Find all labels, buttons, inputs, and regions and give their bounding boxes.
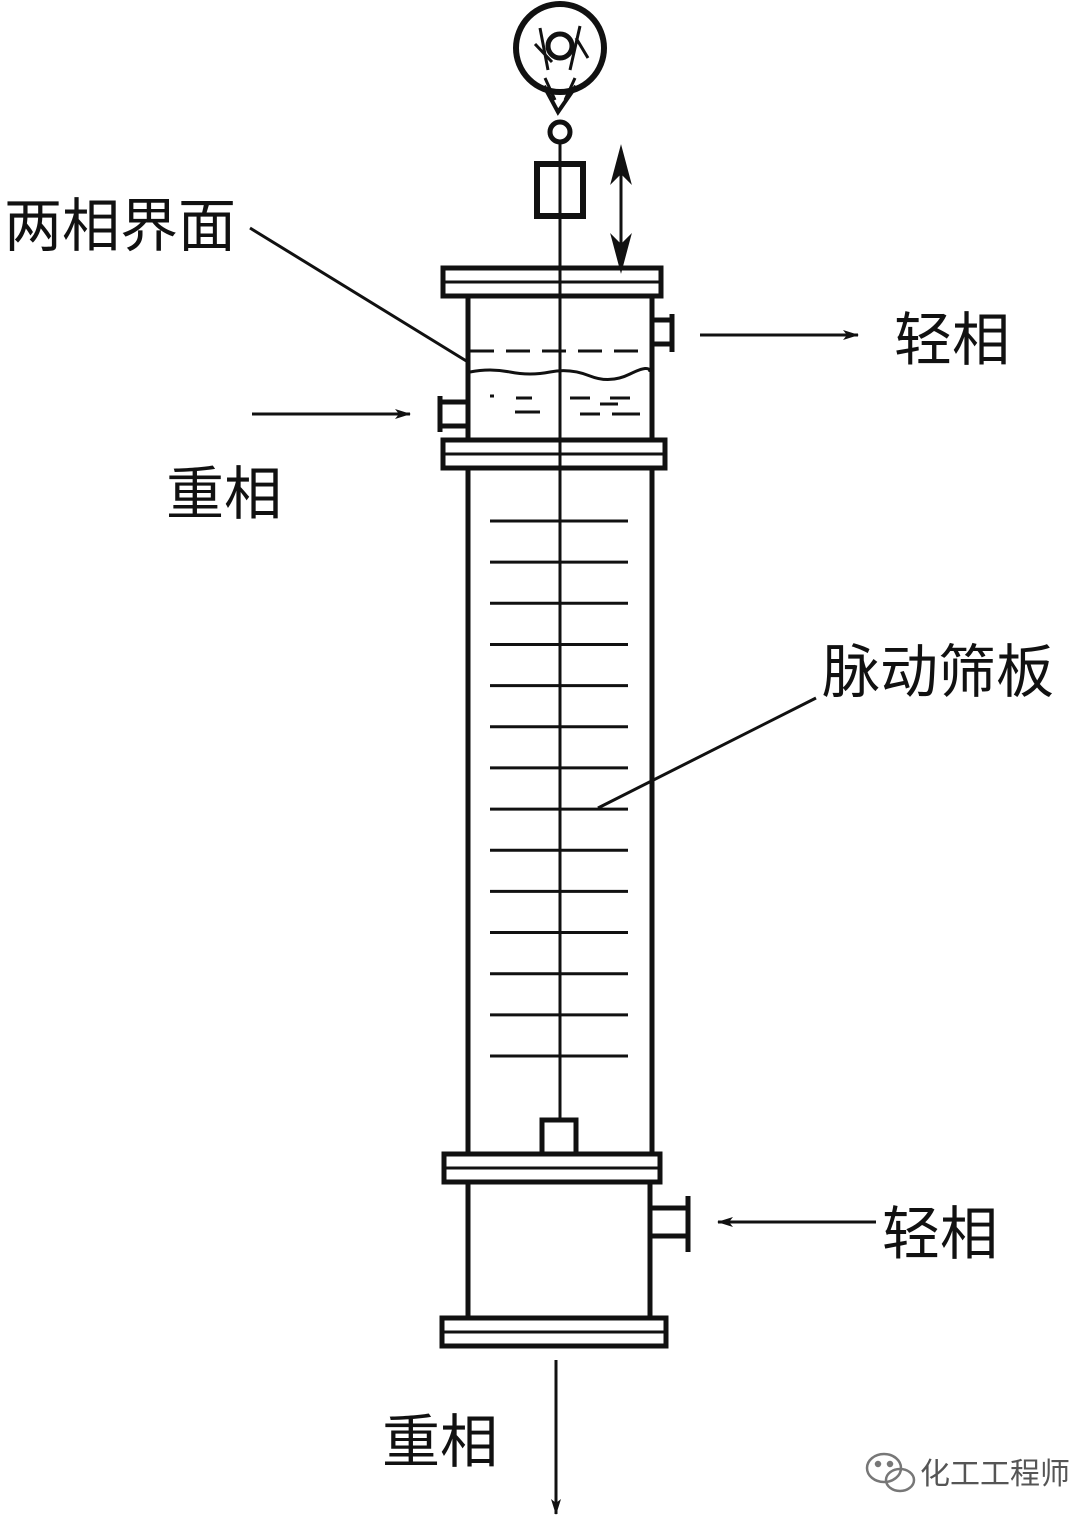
label-interface: 两相界面 — [4, 192, 236, 260]
lower-settler-shell — [465, 1182, 653, 1318]
rod-end-block — [539, 1117, 579, 1157]
wechat-icon — [865, 1452, 916, 1493]
heavy-phase-inlet-nozzle — [437, 396, 468, 432]
light-phase-outlet-nozzle — [652, 314, 675, 352]
pulse-motion-arrow — [610, 144, 632, 274]
column-shell — [465, 468, 655, 1154]
pulse-generator-icon — [513, 1, 607, 145]
upper-middle-flange — [440, 437, 668, 471]
interface-leader-line — [249, 226, 469, 364]
sieve-plate-leader-line — [597, 696, 817, 810]
sieve-plates-group — [490, 519, 628, 1058]
watermark: 化工工程师 — [865, 1452, 1070, 1493]
label-heavy-phase-in: 重相 — [166, 460, 282, 528]
label-heavy-phase-out: 重相 — [382, 1408, 498, 1476]
bottom-flange — [439, 1315, 669, 1349]
heavy-phase-droplets — [490, 394, 640, 416]
top-flange — [440, 265, 664, 299]
label-light-phase-in: 轻相 — [882, 1200, 998, 1268]
light-phase-inlet-nozzle — [650, 1196, 691, 1252]
watermark-text: 化工工程师 — [920, 1457, 1070, 1492]
label-sieve-plates: 脉动筛板 — [822, 638, 1054, 706]
lower-middle-flange — [441, 1151, 663, 1185]
interface-wave — [469, 367, 652, 381]
label-light-phase-out: 轻相 — [894, 306, 1010, 374]
